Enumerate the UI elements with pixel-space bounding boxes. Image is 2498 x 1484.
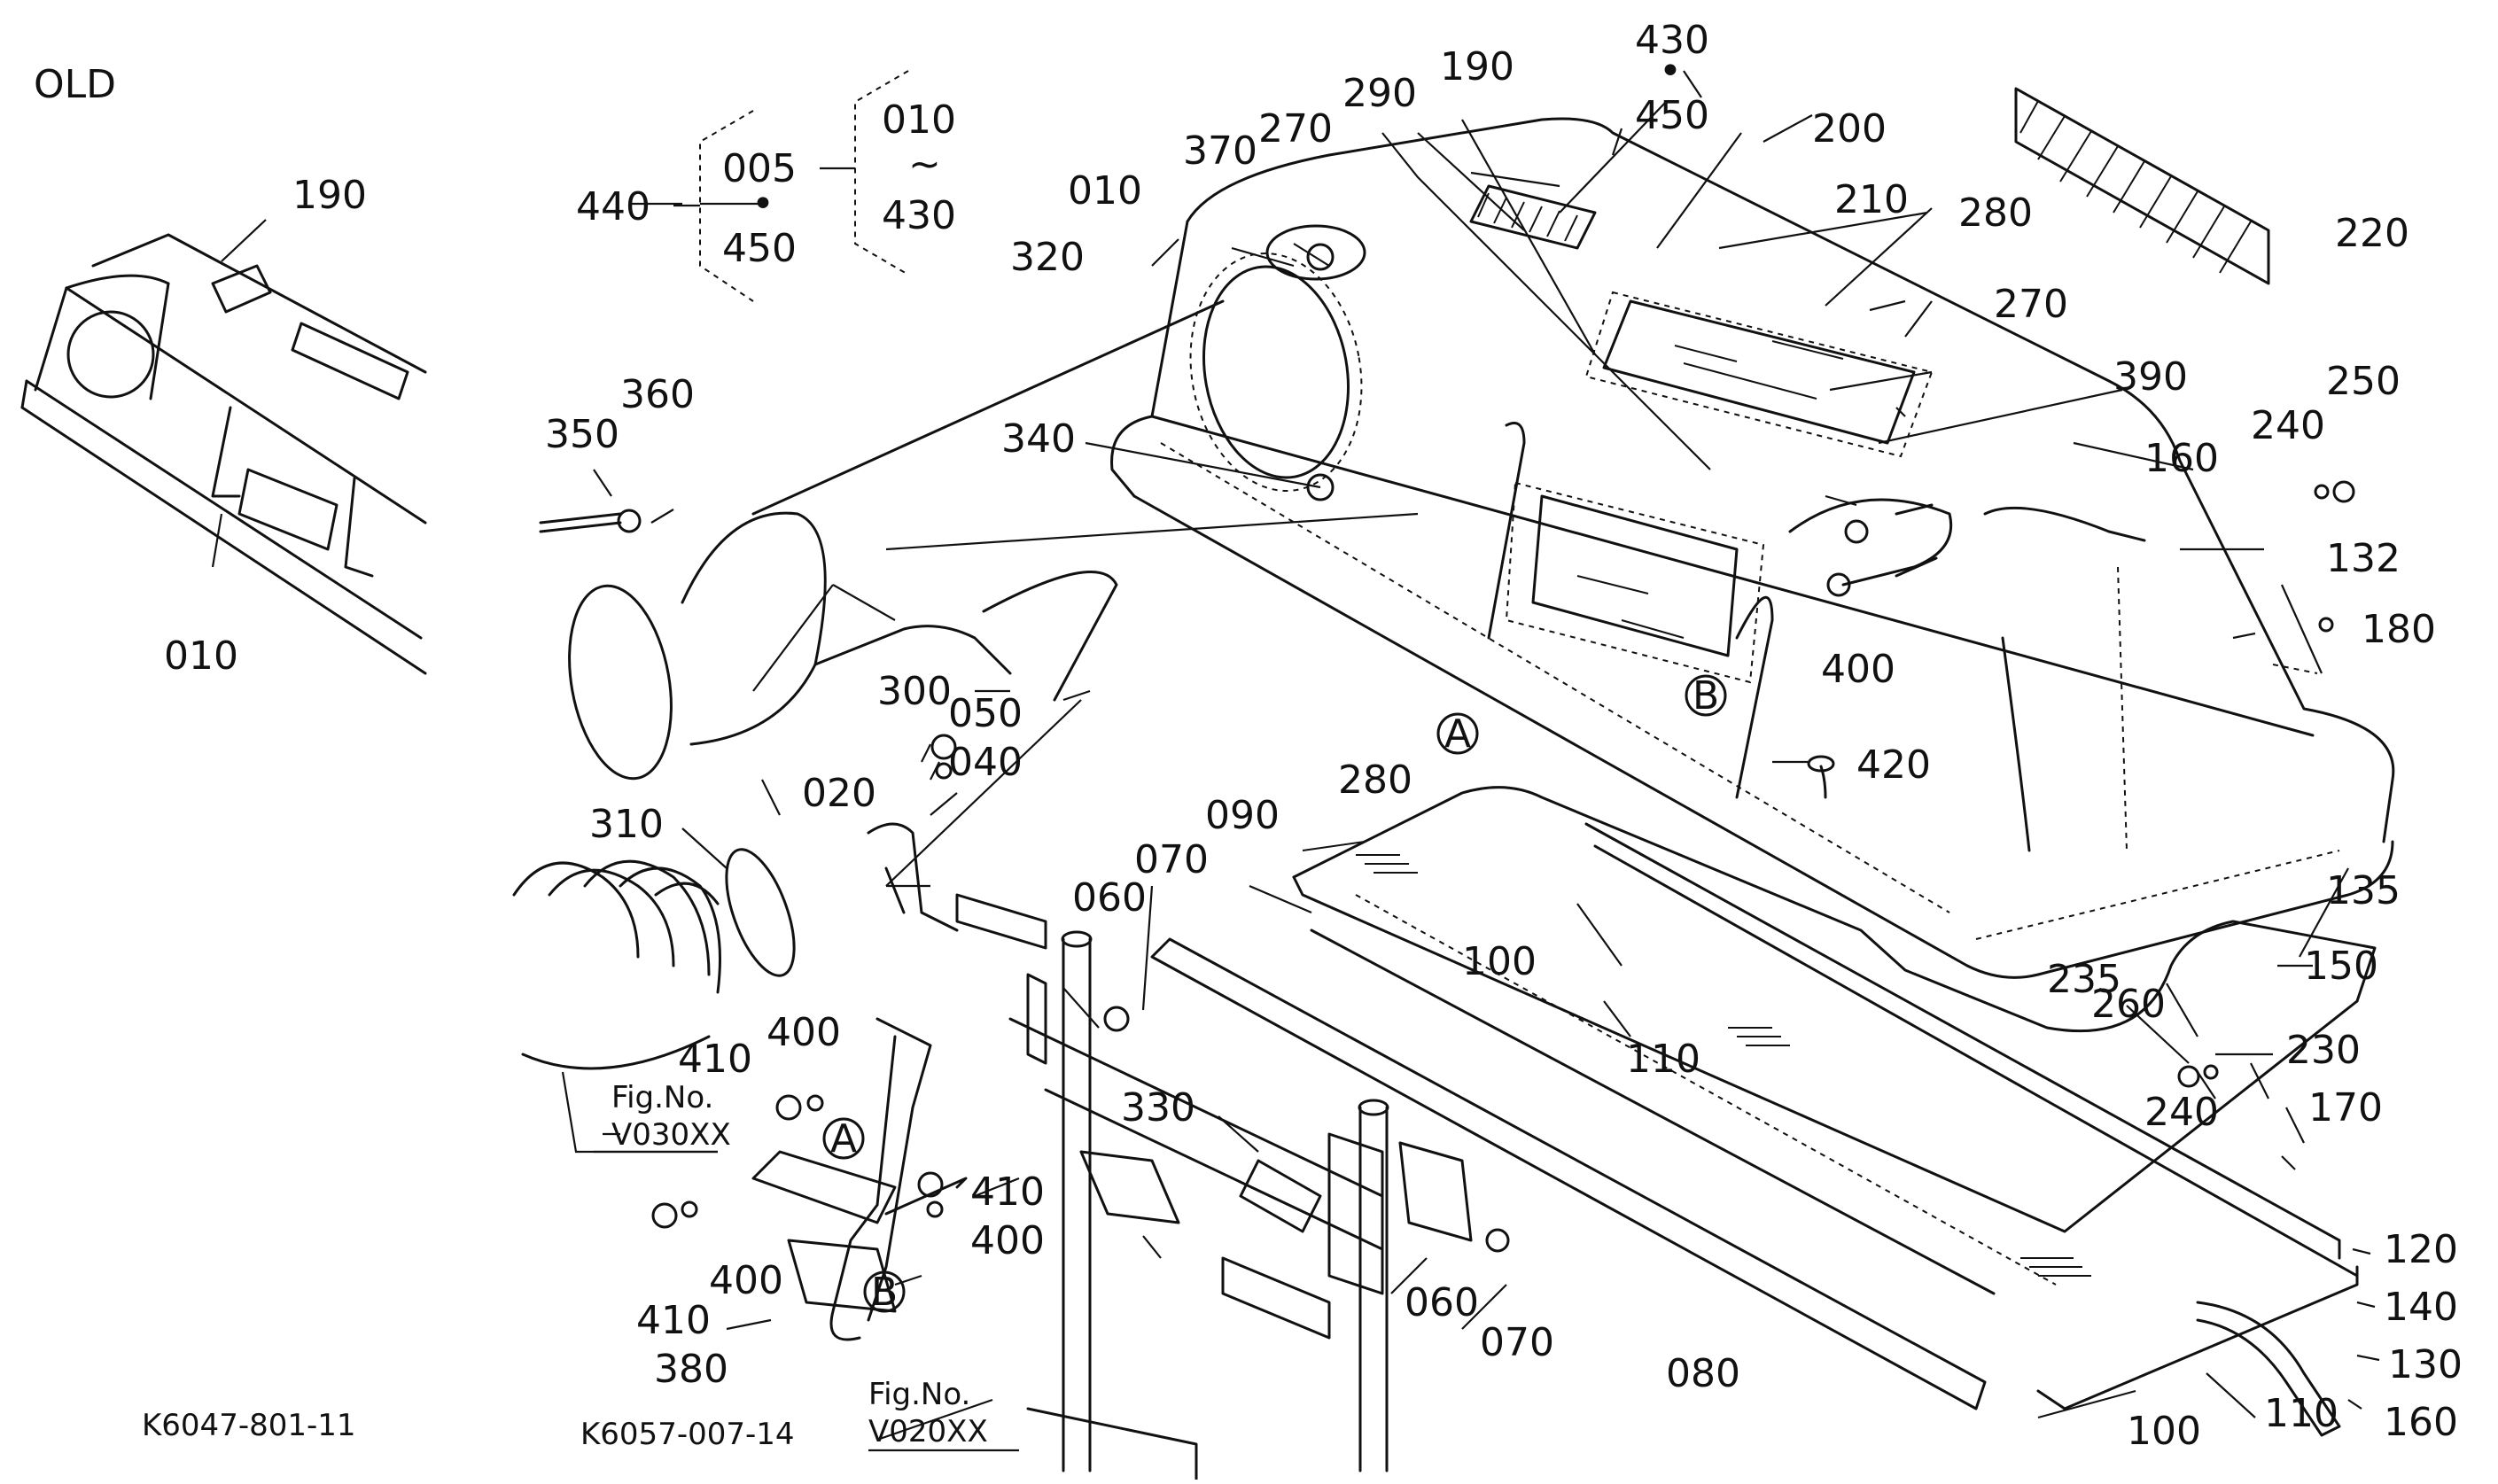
part-label-020: 020 [802, 771, 876, 816]
part-label-360: 360 [620, 372, 695, 417]
part-label-260: 260 [2091, 982, 2166, 1027]
part-label-070: 070 [1134, 837, 1209, 882]
labels: OLD 190 010 440 005 • 450 010 ~ 430 010 … [34, 18, 2463, 1454]
part-label-330: 330 [1121, 1085, 1195, 1130]
part-label-400d: 400 [709, 1258, 783, 1303]
part-label-240b: 240 [2144, 1090, 2219, 1135]
part-label-280b: 280 [1338, 758, 1412, 803]
part-label-390: 390 [2113, 354, 2188, 400]
part-label-100b: 100 [2127, 1409, 2201, 1454]
mount-brackets [751, 822, 1473, 1481]
part-label-200: 200 [1812, 106, 1887, 152]
part-label-090: 090 [1205, 793, 1280, 838]
part-label-190-old: 190 [292, 173, 367, 218]
part-label-230: 230 [2286, 1028, 2361, 1073]
fig-ref-2-code: V020XX [868, 1414, 988, 1449]
part-label-190: 190 [1440, 44, 1514, 89]
part-label-430-set: 430 [882, 193, 956, 238]
part-label-410c: 410 [636, 1298, 711, 1343]
part-label-440: 440 [576, 184, 650, 229]
old-cover-inset [20, 233, 427, 675]
part-label-135: 135 [2326, 868, 2401, 913]
drawing-id-left: K6047-801-11 [142, 1408, 356, 1443]
part-label-370: 370 [1183, 128, 1257, 174]
intake-duct [568, 299, 1225, 781]
part-label-050: 050 [948, 691, 1023, 736]
lower-frame [1150, 786, 2377, 1437]
part-label-450-set: 450 [722, 226, 797, 271]
part-label-430: 430 [1635, 18, 1709, 63]
part-label-300: 300 [877, 669, 952, 714]
part-label-280: 280 [1958, 190, 2033, 236]
fig-ref-2: Fig.No. [868, 1377, 970, 1412]
set-brackets [673, 70, 2318, 674]
callout-b-main: B [1693, 673, 1719, 719]
part-label-060b: 060 [1405, 1280, 1479, 1325]
part-label-310: 310 [589, 802, 664, 847]
set-tilde: ~ [908, 142, 941, 187]
part-label-132: 132 [2326, 536, 2401, 581]
part-label-410: 410 [678, 1037, 752, 1082]
part-label-290: 290 [1342, 71, 1417, 116]
fasteners [539, 243, 2355, 1253]
part-label-210: 210 [1834, 177, 1909, 222]
part-label-340: 340 [1001, 416, 1076, 462]
part-label-060: 060 [1072, 875, 1147, 921]
part-label-270: 270 [1258, 106, 1333, 152]
part-label-450: 450 [1635, 93, 1709, 138]
part-label-170: 170 [2308, 1085, 2383, 1130]
callout-circles [822, 674, 1727, 1313]
part-label-110: 110 [1626, 1037, 1700, 1082]
callout-b-bracket: B [871, 1270, 898, 1315]
part-label-005: 005 [722, 146, 797, 191]
part-label-160: 160 [2144, 436, 2219, 481]
part-label-100: 100 [1462, 939, 1537, 984]
callout-a-bracket: A [830, 1116, 857, 1162]
part-label-160b: 160 [2384, 1400, 2458, 1445]
part-label-010: 010 [1068, 168, 1142, 214]
part-label-400b: 400 [767, 1010, 841, 1055]
main-cover [1110, 117, 2395, 979]
part-label-040: 040 [948, 740, 1023, 785]
part-label-320: 320 [1010, 235, 1085, 280]
part-label-350: 350 [545, 412, 619, 457]
fig-ref-1-code: V030XX [611, 1117, 731, 1153]
part-label-380: 380 [654, 1347, 728, 1392]
part-label-120: 120 [2384, 1227, 2458, 1272]
callout-a-main: A [1444, 711, 1471, 757]
set-dot-1: • [751, 182, 774, 227]
fig-ref-1: Fig.No. [611, 1080, 713, 1115]
part-label-010-set: 010 [882, 97, 956, 143]
decal-220 [2014, 87, 2270, 285]
part-label-150: 150 [2304, 944, 2378, 989]
part-label-250: 250 [2326, 359, 2401, 404]
part-label-180: 180 [2362, 607, 2436, 652]
part-label-110b: 110 [2264, 1391, 2338, 1436]
part-label-130: 130 [2388, 1342, 2463, 1387]
variant-tag: OLD [34, 62, 116, 107]
part-label-220: 220 [2335, 211, 2409, 256]
set-dot-2: • [1659, 49, 1682, 94]
part-label-410b: 410 [970, 1169, 1045, 1215]
part-label-070b: 070 [1480, 1320, 1554, 1365]
flex-hose [512, 848, 796, 1070]
part-label-400c: 400 [970, 1218, 1045, 1263]
part-label-140: 140 [2384, 1285, 2458, 1330]
part-label-235: 235 [2047, 957, 2121, 1002]
part-label-400: 400 [1821, 647, 1895, 692]
part-label-010-old: 010 [164, 633, 238, 679]
part-label-240: 240 [2251, 403, 2325, 448]
part-label-420: 420 [1856, 742, 1931, 788]
drawing-id-right: K6057-007-14 [580, 1417, 795, 1452]
part-label-080: 080 [1666, 1351, 1740, 1396]
part-label-270b: 270 [1994, 282, 2068, 327]
